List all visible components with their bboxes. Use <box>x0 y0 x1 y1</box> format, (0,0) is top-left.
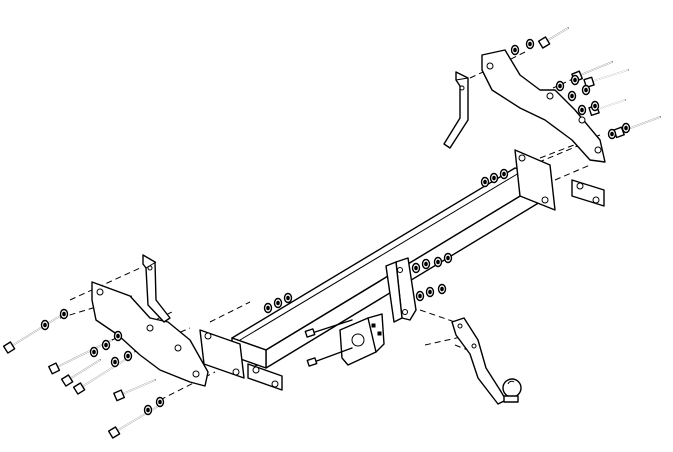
nut <box>415 290 425 302</box>
washer <box>581 84 591 96</box>
bolt <box>113 379 156 402</box>
nut <box>443 252 453 264</box>
nut <box>499 168 509 180</box>
bolt <box>107 404 161 439</box>
washer <box>607 128 617 140</box>
left-side-plate <box>91 281 209 387</box>
washer <box>621 122 631 134</box>
washer <box>155 396 165 408</box>
center-hanger-plates <box>385 257 417 323</box>
washer <box>110 356 120 368</box>
nut <box>411 262 421 274</box>
bolt <box>613 116 661 139</box>
washer <box>525 38 535 50</box>
nut <box>421 258 431 270</box>
washer <box>590 100 600 112</box>
nut <box>425 286 435 298</box>
washer <box>567 90 577 102</box>
left-washers <box>40 308 165 416</box>
washer <box>123 350 133 362</box>
tow-ball-neck <box>451 317 507 405</box>
tow-ball <box>502 378 522 403</box>
left-bolts <box>2 315 161 439</box>
center-nuts <box>411 252 453 302</box>
right-spacer-plate <box>571 179 605 207</box>
bolt <box>60 359 101 387</box>
nut <box>433 256 443 268</box>
bolt <box>2 315 61 354</box>
bolt <box>537 27 569 49</box>
right-washers <box>510 38 631 140</box>
right-angle-bracket <box>443 71 469 149</box>
bolt <box>72 357 129 395</box>
washer <box>89 346 99 358</box>
washer <box>555 80 565 92</box>
nut <box>273 297 283 309</box>
washer <box>143 404 153 416</box>
right-side-plate <box>481 49 606 163</box>
left-angle-bracket <box>142 254 171 323</box>
washer <box>59 308 69 320</box>
left-spacer-plate <box>247 363 283 391</box>
nut <box>480 176 490 188</box>
washer <box>101 339 111 351</box>
bolt <box>583 69 629 89</box>
washer <box>510 44 520 56</box>
nut <box>263 302 273 314</box>
washer <box>570 74 580 86</box>
crossbar-left-end-plate <box>199 329 245 379</box>
washer <box>40 319 50 331</box>
washer <box>113 330 123 342</box>
crossbar-nuts <box>263 168 509 314</box>
socket-bolts <box>304 319 353 367</box>
crossbar-right-end-plate <box>514 149 556 211</box>
nut <box>489 172 499 184</box>
washer <box>577 104 587 116</box>
nut <box>437 283 447 295</box>
socket-plate <box>339 313 385 366</box>
nut <box>283 292 293 304</box>
